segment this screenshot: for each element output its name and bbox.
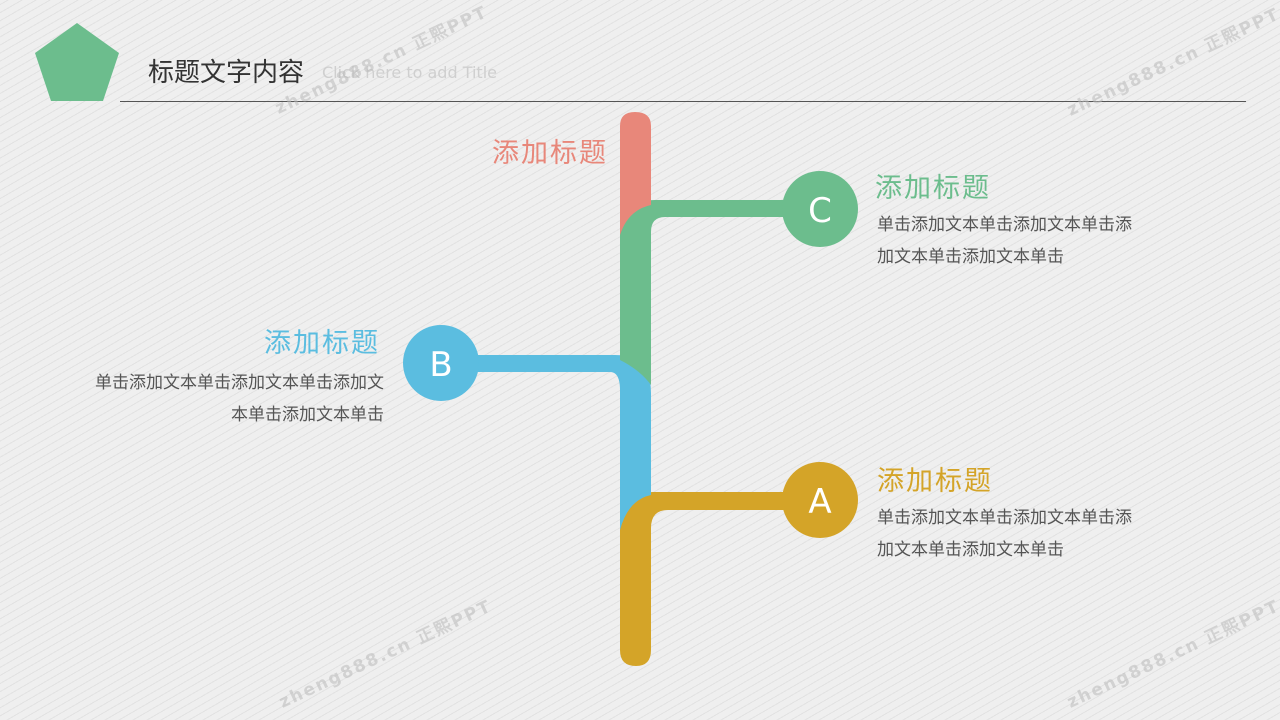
title-placeholder[interactable]: Click here to add Title (322, 63, 497, 82)
node-c-circle (782, 171, 858, 247)
node-c-letter: C (808, 191, 832, 231)
item-b-heading[interactable]: 添加标题 (264, 328, 380, 359)
node-a-circle (782, 462, 858, 538)
item-c-heading[interactable]: 添加标题 (875, 173, 991, 204)
node-b-letter: B (429, 345, 452, 385)
title-divider (120, 101, 1246, 102)
trunk-blue-segment (455, 355, 651, 530)
trunk-green-segment (620, 200, 790, 385)
item-a-text[interactable]: 单击添加文本单击添加文本单击添加文本单击添加文本单击 (877, 508, 1132, 560)
node-a-letter: A (808, 482, 831, 522)
top-heading[interactable]: 添加标题 (492, 138, 608, 169)
item-c-text[interactable]: 单击添加文本单击添加文本单击添加文本单击添加文本单击 (877, 215, 1132, 267)
node-b-circle (403, 325, 479, 401)
page-title[interactable]: 标题文字内容 (148, 58, 305, 88)
trunk-red-segment (620, 112, 651, 235)
trunk-gold-segment (620, 492, 790, 666)
item-a-heading[interactable]: 添加标题 (877, 466, 993, 497)
item-b-text[interactable]: 单击添加文本单击添加文本单击添加文本单击添加文本单击 (95, 373, 384, 425)
trunk (455, 112, 790, 666)
pentagon-logo-icon (35, 23, 119, 101)
